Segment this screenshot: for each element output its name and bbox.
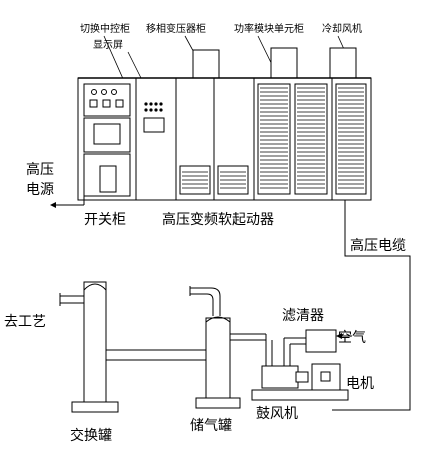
filter <box>283 329 352 366</box>
label-filter: 滤清器 <box>282 308 324 324</box>
label-phase-shift-transformer-cabinet: 移相变压器柜 <box>146 22 206 35</box>
label-hv-power-2: 电源 <box>26 182 54 198</box>
label-motor: 电机 <box>346 376 374 392</box>
label-cooling-fan: 冷却风机 <box>322 22 362 35</box>
cooling-fans <box>192 47 357 79</box>
label-hv-cable: 高压电缆 <box>350 237 406 254</box>
pipe-storage-to-blower <box>230 333 273 366</box>
label-blower: 鼓风机 <box>256 406 298 422</box>
control-cabinet <box>135 78 165 200</box>
blower-assembly <box>251 363 349 401</box>
label-exchange-tank: 交换罐 <box>70 427 112 444</box>
label-air: 空气 <box>338 330 366 346</box>
label-power-module-unit-cabinet: 功率模块单元柜 <box>234 22 304 35</box>
hv-cable-line <box>332 200 411 411</box>
pipe-exchange-to-storage <box>106 349 206 361</box>
gas-storage-tank <box>189 286 241 409</box>
label-gas-storage-tank: 储气罐 <box>190 418 232 434</box>
exchange-tank <box>59 281 119 413</box>
label-to-process: 去工艺 <box>4 314 46 330</box>
label-switch-control-cabinet: 切换中控柜 <box>80 22 130 35</box>
label-hv-vfd-soft-starter: 高压变频软起动器 <box>162 211 274 228</box>
cabinet-row <box>77 77 372 201</box>
switch-cabinet <box>83 83 131 197</box>
label-switch-cabinet: 开关柜 <box>84 212 126 228</box>
transformer-cabinet <box>175 78 249 200</box>
power-module-cabinet <box>253 78 367 200</box>
label-hv-power-1: 高压 <box>26 161 54 178</box>
hv-power-arrow <box>50 196 85 208</box>
